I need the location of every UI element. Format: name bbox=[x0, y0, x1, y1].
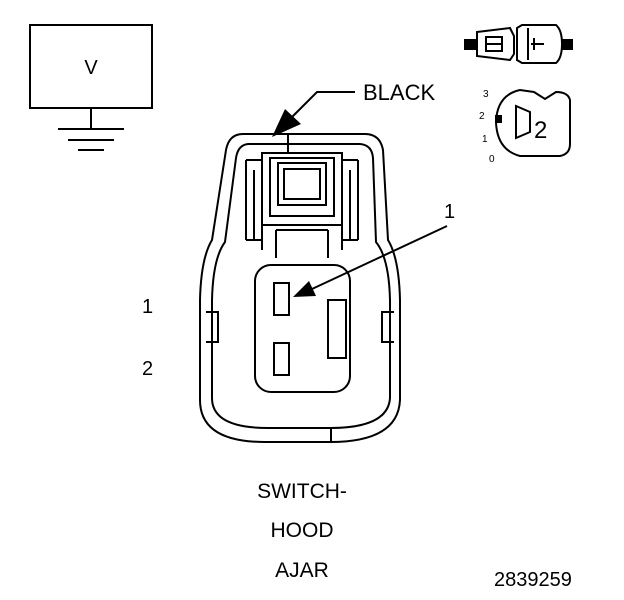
color-callout-leader bbox=[290, 91, 355, 119]
position-indicator: 3 2 1 0 2 bbox=[479, 88, 571, 165]
connector-housing-inner bbox=[211, 143, 391, 429]
pin-callout: 1 bbox=[293, 201, 455, 297]
color-callout-arrowhead bbox=[272, 109, 301, 137]
component-name-line-2: HOOD bbox=[271, 519, 334, 542]
component-name-line-3: AJAR bbox=[275, 559, 329, 582]
position-label-1: 1 bbox=[482, 134, 488, 145]
cavity-label-1: 1 bbox=[142, 296, 153, 318]
position-marker bbox=[495, 115, 502, 123]
color-callout-label: BLACK bbox=[363, 80, 435, 105]
position-indicator-body bbox=[494, 88, 571, 157]
cavity-2 bbox=[273, 342, 290, 376]
voltmeter-label: V bbox=[84, 57, 98, 79]
side-tab-right bbox=[381, 311, 394, 343]
figure-number: 2839259 bbox=[494, 569, 572, 591]
component-name-line-1: SWITCH- bbox=[257, 480, 347, 503]
cavity-area bbox=[254, 264, 351, 393]
color-callout: BLACK bbox=[272, 80, 435, 137]
connector-housing-outer bbox=[199, 133, 401, 443]
cavity-label-2: 2 bbox=[142, 358, 153, 380]
voltmeter: V bbox=[29, 24, 153, 151]
pin-callout-arrowhead bbox=[293, 281, 316, 297]
position-indicator-notch bbox=[515, 104, 531, 140]
pin-callout-leader bbox=[311, 225, 448, 290]
polarizing-key bbox=[327, 299, 347, 359]
connector-face bbox=[199, 133, 401, 443]
ground-icon bbox=[58, 108, 124, 151]
position-label-3: 3 bbox=[483, 89, 489, 100]
position-key-label: 2 bbox=[534, 117, 547, 144]
position-label-2: 2 bbox=[479, 111, 485, 122]
position-label-0: 0 bbox=[489, 154, 495, 165]
pin-callout-label: 1 bbox=[444, 201, 455, 223]
connector-latch bbox=[245, 134, 359, 258]
side-tab-left bbox=[206, 311, 219, 343]
cavity-1 bbox=[273, 282, 290, 316]
connector-mating-icon bbox=[464, 24, 573, 64]
